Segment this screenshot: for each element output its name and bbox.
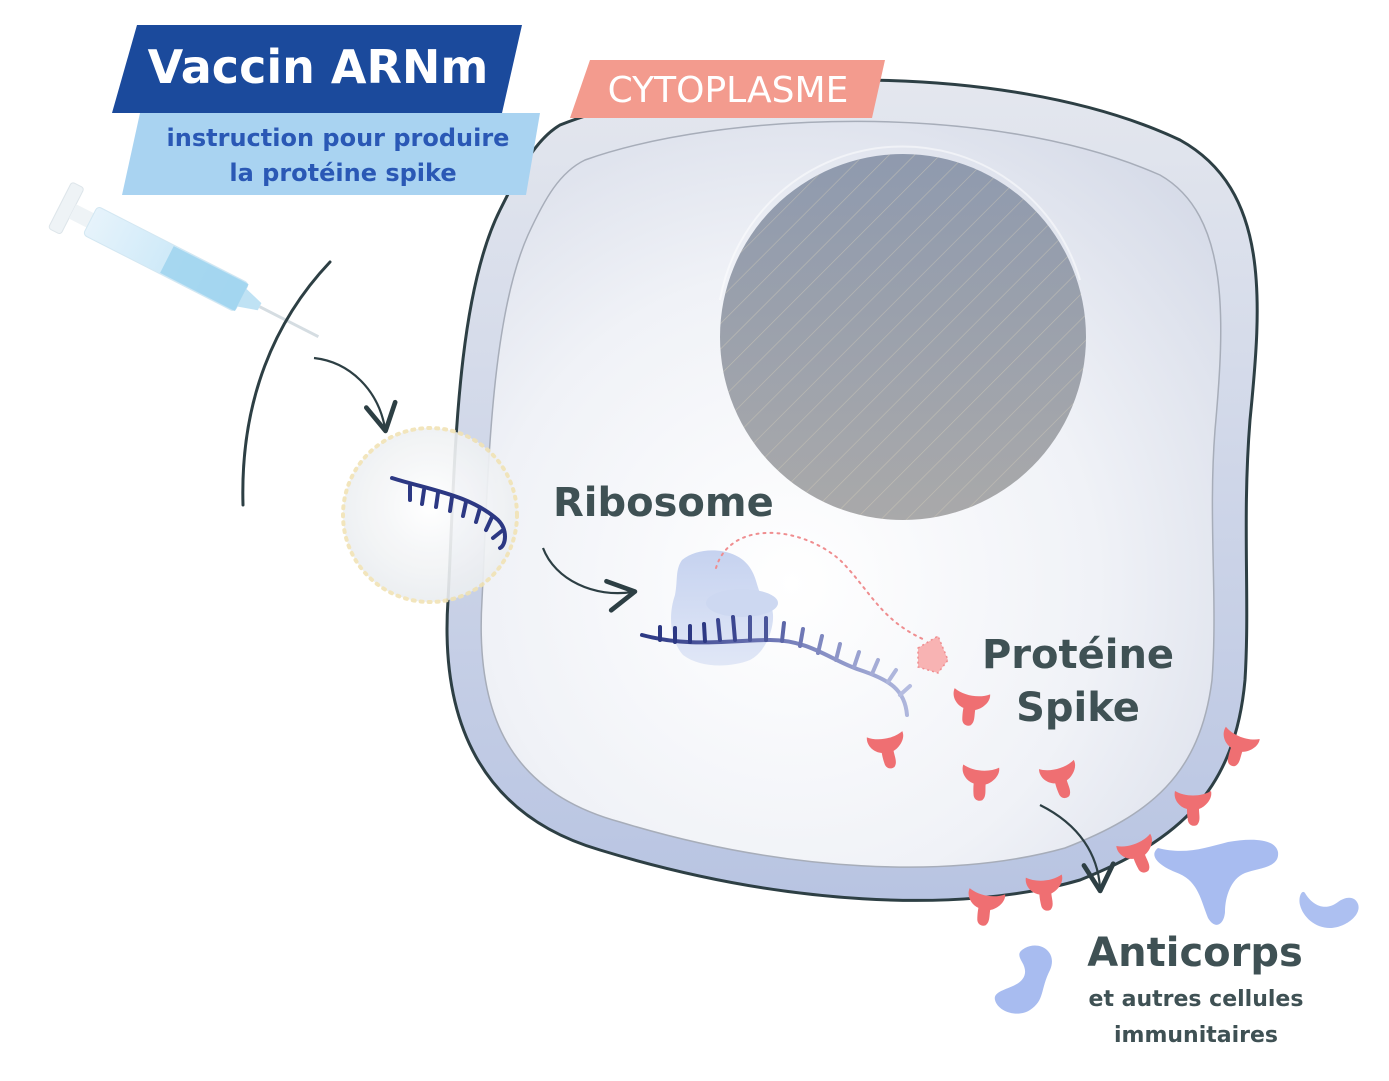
arrow-to-ribosome (541, 547, 638, 613)
syringe-icon (48, 182, 320, 338)
lipid-nanoparticle (341, 426, 519, 604)
subtitle-line-1: instruction pour produire (167, 124, 510, 152)
subtitle-banner: instruction pour produire la protéine sp… (122, 113, 540, 195)
mrna-strand (640, 615, 912, 717)
boundary-line (241, 260, 332, 507)
cytoplasm-tag: CYTOPLASME (570, 60, 885, 118)
arrow-to-antibodies (1039, 804, 1116, 894)
nucleus (719, 145, 1086, 520)
antibodies (994, 839, 1359, 1014)
antibodies-sub-line-1: et autres cellules (1089, 987, 1304, 1012)
cytoplasm-tag-text: CYTOPLASME (608, 70, 849, 111)
subtitle-line-2: la protéine spike (229, 159, 456, 187)
spike-label-line-2: Spike (1016, 685, 1140, 731)
arrow-into-cell (313, 356, 398, 434)
title-banner: Vaccin ARNm (112, 25, 522, 113)
ribosome-label: Ribosome (553, 480, 774, 526)
spike-label-line-1: Protéine (982, 632, 1174, 678)
title-text: Vaccin ARNm (148, 40, 489, 94)
antibodies-label: Anticorps (1087, 930, 1303, 976)
ribosome (671, 550, 778, 666)
nascent-spike-protein (917, 634, 949, 674)
antibodies-sub-line-2: immunitaires (1114, 1023, 1278, 1048)
